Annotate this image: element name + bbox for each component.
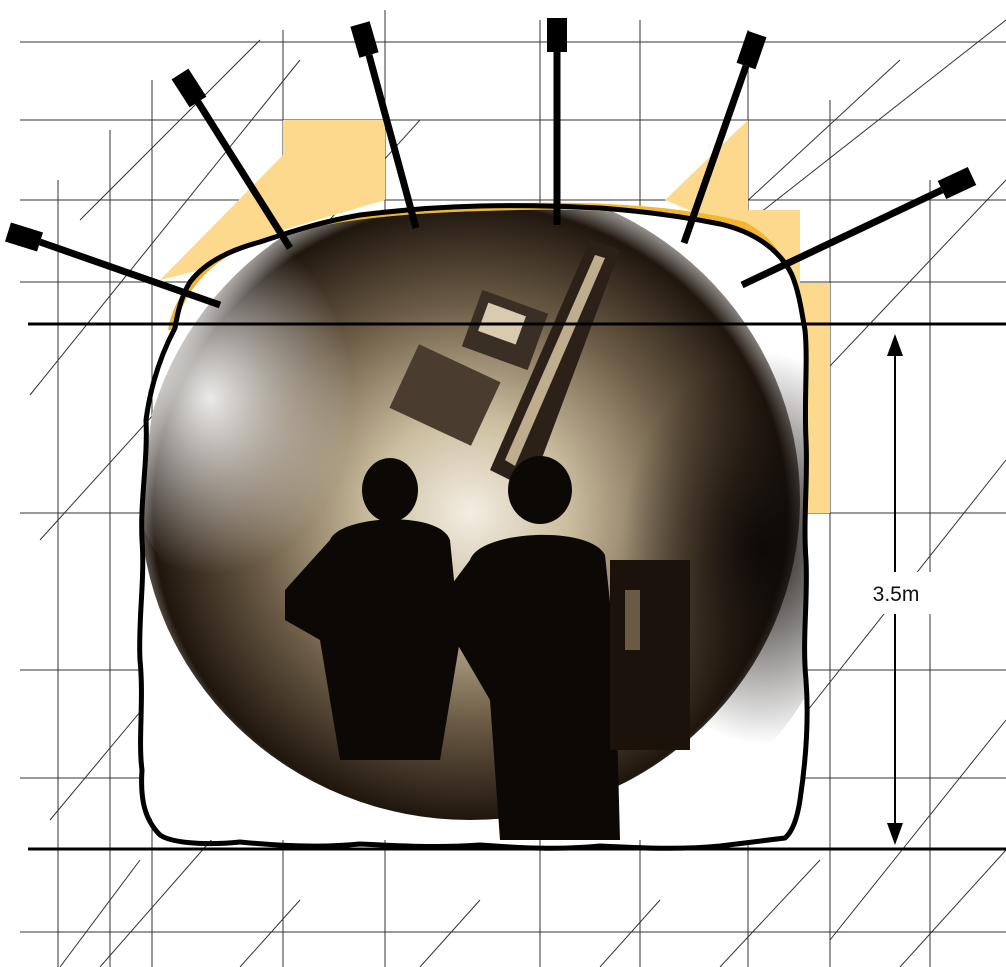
equipment-right — [610, 560, 690, 750]
dimension-label: 3.5m — [873, 583, 920, 606]
miners-photo — [120, 180, 850, 850]
